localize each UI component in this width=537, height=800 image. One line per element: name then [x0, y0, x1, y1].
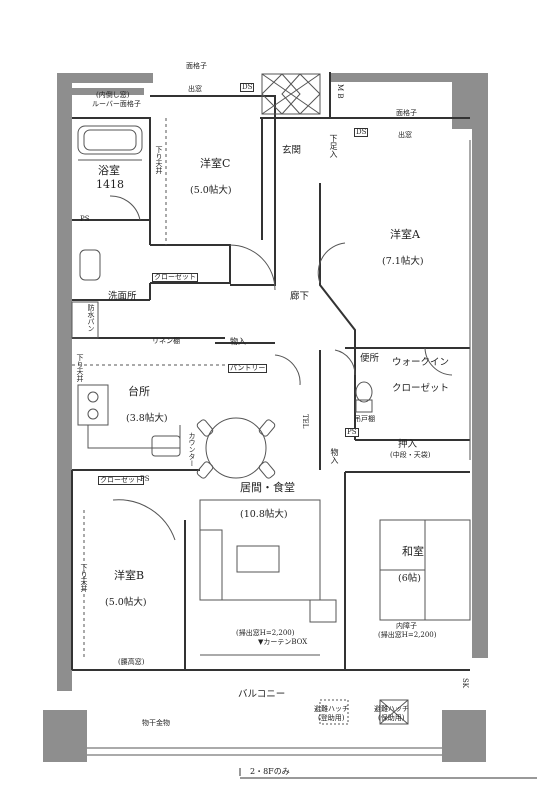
waterproof-pan-label: 防水パン: [87, 304, 95, 332]
closet-c-label: クローゼット: [152, 273, 198, 282]
sk-label: SK: [461, 678, 469, 689]
japanese-size: (6帖): [398, 573, 421, 584]
western-a-size: (7.1帖大): [382, 256, 424, 267]
curtain-box-label: ▼カーテンBOX: [258, 638, 308, 646]
walkin-label-1: ウォークイン: [392, 357, 450, 368]
lowered-ceiling-b-label: 下り天井: [80, 564, 88, 592]
living-name: 居間・食堂: [240, 481, 295, 494]
drying-rack-label: 物干金物: [142, 719, 170, 727]
structural-walls: [43, 73, 488, 762]
tel-label: TEL: [301, 414, 309, 429]
oshiire-label: 押入: [398, 439, 418, 450]
lowered-ceiling-c-label: 下り天井: [155, 146, 163, 174]
hallway-name: 廊下: [290, 291, 310, 302]
sweep-window-living-label: (掃出窓H=2,200): [236, 629, 295, 637]
hatch-label-1: 避難ハッチ: [314, 705, 349, 713]
storage-label-1: 物入: [230, 337, 246, 346]
hatch-note-2: (保助用): [378, 714, 405, 722]
bay-window-top-label: 出窓: [188, 85, 202, 93]
lowered-ceiling-k-label: 下り天井: [76, 354, 84, 382]
grille-right-label: 面格子: [396, 109, 417, 117]
western-b-name: 洋室B: [114, 569, 145, 582]
grille-top-label: 面格子: [186, 62, 207, 70]
ps-label-1: PS: [80, 215, 90, 223]
closet-b-label: クローゼット: [98, 476, 144, 485]
storage-label-2: 物入: [330, 448, 339, 464]
sweep-window-jp-label: (掃出窓H=2,200): [378, 631, 437, 639]
oshiire-note-label: (中段・天袋): [390, 451, 431, 459]
inner-shoji-label: 内障子: [396, 622, 417, 630]
kitchen-name: 台所: [128, 385, 150, 398]
ds-label-2: DS: [354, 128, 369, 137]
bay-window-right-label: 出窓: [398, 131, 412, 139]
bath-size: 1418: [96, 178, 124, 191]
entrance-name: 玄関: [282, 145, 302, 156]
western-c-name: 洋室C: [200, 157, 231, 170]
fixtures: [71, 73, 471, 756]
hatch-note-1: (登助用): [318, 714, 345, 722]
hatch-label-2: 避難ハッチ: [374, 705, 409, 713]
kitchen-size: (3.8帖大): [126, 413, 168, 424]
footnote-label: 2・8Fのみ: [250, 767, 290, 776]
linen-shelf-label: リネン棚: [152, 337, 180, 345]
louver-grille-label: ルーバー面格子: [92, 100, 141, 108]
ps-label-3: PS: [140, 475, 150, 483]
hanging-cabinet-label: 吊戸棚: [354, 415, 375, 423]
toilet-name: 便所: [360, 353, 380, 364]
walkin-label-2: クローゼット: [392, 383, 450, 394]
living-size: (10.8帖大): [240, 509, 288, 520]
western-c-size: (5.0帖大): [190, 185, 232, 196]
high-window-label: (腰高窓): [118, 658, 145, 666]
western-b-size: (5.0帖大): [105, 597, 147, 608]
shoe-box-label: 下足入: [329, 134, 338, 158]
bath-name: 浴室: [98, 164, 120, 177]
japanese-name: 和室: [402, 545, 424, 558]
pantry-label: パントリー: [228, 364, 268, 373]
mb-label: M B: [336, 84, 344, 99]
ds-label-1: DS: [240, 83, 255, 92]
western-a-name: 洋室A: [390, 228, 420, 241]
counter-label: カウンター: [188, 432, 196, 467]
washroom-name: 洗面所: [108, 291, 137, 302]
ps-label-2: PS: [345, 428, 359, 437]
balcony-name: バルコニー: [238, 689, 286, 700]
inward-window-label: (内倒し窓): [96, 91, 130, 99]
